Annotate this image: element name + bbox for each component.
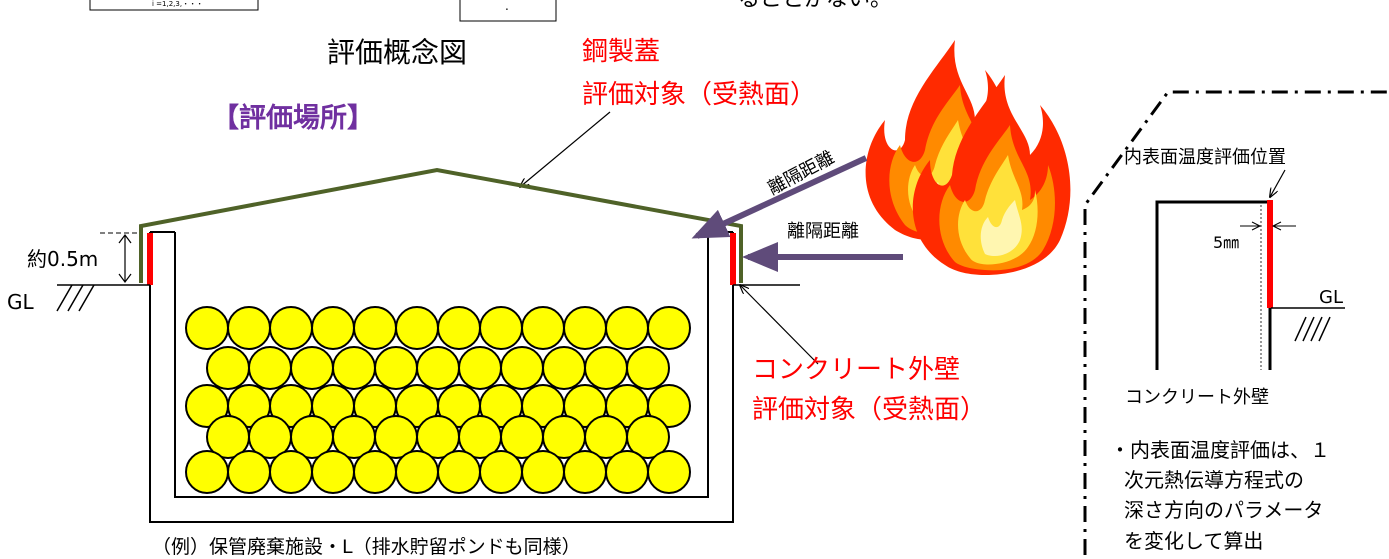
waste-package-circle: [290, 346, 334, 390]
waste-package-circle: [647, 306, 691, 350]
concrete-wall-label: コンクリート外壁: [752, 355, 960, 385]
steel-lid: [139, 167, 743, 283]
detail-depth-label: 5㎜: [1213, 233, 1239, 252]
waste-package-circle: [395, 306, 439, 350]
waste-package-circle: [353, 306, 397, 350]
ground-hatch-left: [56, 284, 95, 312]
top-fragment-dot-box: .: [459, 0, 557, 22]
outer-wall-outline: [149, 232, 734, 523]
waste-package-circle: [647, 450, 691, 494]
steel-lid-leader-line: [520, 111, 611, 187]
waste-package-circle: [332, 346, 376, 390]
facility-caption: （例）保管廃棄施設・L（排水貯留ポンドも同様）: [152, 536, 581, 555]
cut-fragment-text: ることがない。: [738, 0, 892, 12]
waste-package-circles: [185, 306, 691, 494]
waste-package-circle: [353, 450, 397, 494]
detail-ground-hatch: [1294, 316, 1331, 342]
detail-position-leader: [1270, 169, 1286, 197]
waste-package-circle: [647, 384, 691, 428]
detail-dim-arrowhead-left: [1251, 221, 1262, 231]
dot-fragment-text: .: [505, 0, 509, 13]
distance-label-lower: 離隔距離: [787, 221, 859, 242]
waste-package-circle: [185, 450, 229, 494]
waste-package-circle: [269, 450, 313, 494]
waste-package-circle: [479, 306, 523, 350]
concrete-wall-leader-line: [740, 285, 819, 365]
concrete-wall-target-label: 評価対象（受熱面）: [752, 395, 986, 425]
top-fragment-formula-box: i =1,2,3,・・・: [89, 0, 259, 11]
detail-wall-outline: [1155, 200, 1272, 370]
detail-dim-arrowhead-right: [1271, 221, 1282, 231]
detail-callout-border: [1083, 90, 1389, 555]
waste-package-circle: [605, 306, 649, 350]
distance-arrow-upper: [691, 155, 868, 239]
detail-gl-label: GL: [1319, 287, 1343, 308]
waste-package-circle: [185, 306, 229, 350]
detail-position-label: 内表面温度評価位置: [1124, 147, 1286, 168]
formula-fragment-text: i =1,2,3,・・・: [152, 0, 203, 8]
waste-package-circle: [584, 346, 628, 390]
waste-package-circle: [479, 450, 523, 494]
waste-package-circle: [626, 415, 670, 459]
waste-package-circle: [458, 346, 502, 390]
waste-package-circle: [437, 450, 481, 494]
waste-package-circle: [521, 306, 565, 350]
diagram-title: 評価概念図: [327, 36, 467, 69]
waste-package-circle: [227, 450, 271, 494]
detail-note-line-1: ・内表面温度評価は、１: [1110, 438, 1330, 462]
inner-wall-outline: [174, 232, 709, 498]
gl-label-left: GL: [7, 290, 34, 314]
waste-package-circle: [311, 306, 355, 350]
waste-package-circle: [605, 450, 649, 494]
detail-note-line-3: 深さ方向のパラメータ: [1124, 498, 1323, 522]
location-label: 【評価場所】: [212, 102, 374, 134]
detail-wall-label: コンクリート外壁: [1125, 387, 1269, 408]
waste-package-circle: [248, 346, 292, 390]
waste-package-circle: [311, 450, 355, 494]
waste-package-circle: [563, 306, 607, 350]
waste-package-circle: [206, 346, 250, 390]
height-dim-arrow-bottom: [118, 273, 132, 283]
steel-lid-target-label: 評価対象（受熱面）: [582, 80, 816, 110]
height-label: 約0.5m: [27, 247, 98, 271]
waste-package-circle: [437, 306, 481, 350]
waste-package-circle: [563, 450, 607, 494]
waste-package-circle: [227, 306, 271, 350]
detail-note-line-2: 次元熱伝導方程式の: [1124, 468, 1304, 492]
waste-package-circle: [395, 450, 439, 494]
waste-package-circle: [269, 306, 313, 350]
steel-lid-label: 鋼製蓋: [582, 37, 660, 67]
waste-package-circle: [521, 450, 565, 494]
waste-package-circle: [500, 346, 544, 390]
waste-package-circle: [416, 346, 460, 390]
height-dim-arrow-top: [118, 234, 132, 244]
detail-note-line-4: を変化して算出: [1124, 529, 1263, 553]
fire-icon: [865, 40, 1071, 275]
waste-package-circle: [542, 346, 586, 390]
waste-package-circle: [626, 346, 670, 390]
waste-package-circle: [374, 346, 418, 390]
